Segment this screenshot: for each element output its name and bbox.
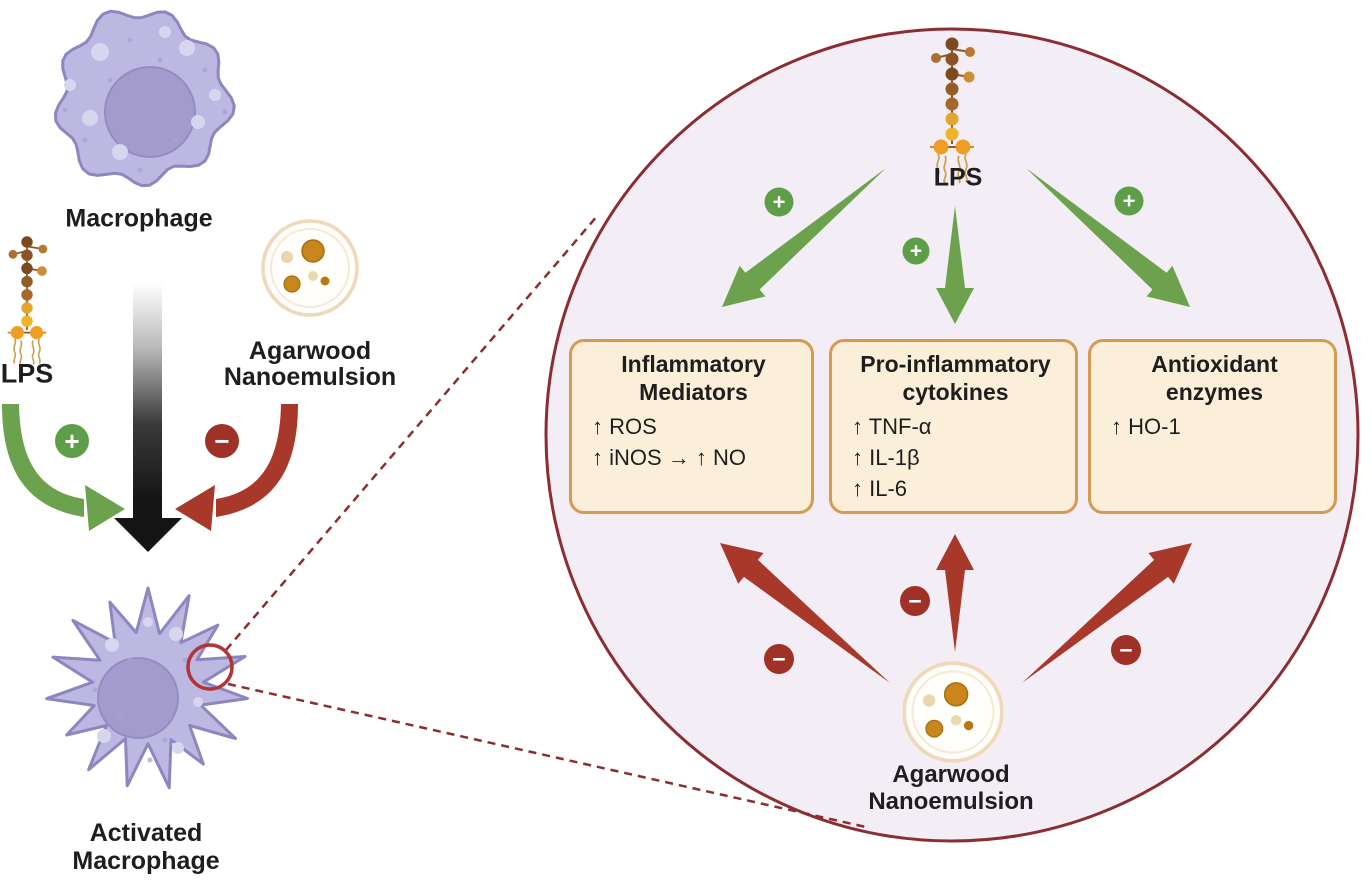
inflammatory-mediators-box: Inflammatory Mediators ↑ ROS ↑ iNOS → ↑ … xyxy=(569,339,814,514)
agarwood-nanoemulsion-icon xyxy=(261,219,359,317)
agarwood-nanoemulsion-icon-zoom xyxy=(902,661,1004,763)
box-item: ↑ ROS xyxy=(592,414,657,439)
minus-badge: − xyxy=(900,586,930,616)
zoom-dashed-line-bottom xyxy=(227,682,867,829)
green-arrow-right xyxy=(1026,168,1190,307)
box-item: ↑ HO-1 xyxy=(1111,414,1181,439)
macrophage-cell xyxy=(53,9,236,188)
plus-badge: + xyxy=(764,187,794,217)
lps-label: LPS xyxy=(0,358,54,389)
green-stimulation-arrow xyxy=(2,404,125,531)
box-item: ↑ IL-1β xyxy=(852,445,920,470)
box-item: ↑ iNOS → ↑ NO xyxy=(592,445,747,470)
red-inhibition-arrow xyxy=(175,404,298,531)
box-item: ↑ TNF-α xyxy=(852,414,932,439)
activated-macrophage-cell xyxy=(45,586,249,790)
box-title: Pro-inflammatory cytokines xyxy=(860,351,1051,405)
plus-badge: + xyxy=(1114,186,1144,216)
activated-macrophage-nucleus xyxy=(97,657,179,739)
box-item: ↑ IL-6 xyxy=(852,476,908,501)
zoom-dashed-line-top xyxy=(225,214,599,651)
lps-label-zoom: LPS xyxy=(933,163,983,192)
zoom-indicator-circle xyxy=(186,643,234,691)
green-arrow-middle xyxy=(936,206,974,324)
agarwood-nanoemulsion-label-zoom: Agarwood Nanoemulsion xyxy=(868,761,1034,815)
minus-badge: − xyxy=(1111,635,1141,665)
agarwood-nanoemulsion-label: Agarwood Nanoemulsion xyxy=(223,337,397,391)
black-activation-arrow xyxy=(114,283,182,552)
green-arrow-left xyxy=(722,168,886,307)
macrophage-label: Macrophage xyxy=(65,204,213,233)
pro-inflammatory-cytokines-box: Pro-inflammatory cytokines ↑ TNF-α ↑ IL-… xyxy=(829,339,1078,514)
activated-macrophage-label: Activated Macrophage xyxy=(72,819,220,875)
lps-molecule-icon xyxy=(6,235,49,366)
plus-badge: + xyxy=(902,237,930,265)
red-arrow-right xyxy=(1022,543,1192,683)
macrophage-nucleus xyxy=(104,66,196,158)
red-arrow-middle xyxy=(936,534,974,652)
plus-badge: + xyxy=(55,424,89,458)
box-title: Antioxidant enzymes xyxy=(1151,351,1278,405)
red-arrow-left xyxy=(720,543,890,683)
minus-badge: − xyxy=(205,424,239,458)
minus-badge: − xyxy=(764,644,794,674)
antioxidant-enzymes-box: Antioxidant enzymes ↑ HO-1 xyxy=(1088,339,1337,514)
box-title: Inflammatory Mediators xyxy=(621,351,766,405)
